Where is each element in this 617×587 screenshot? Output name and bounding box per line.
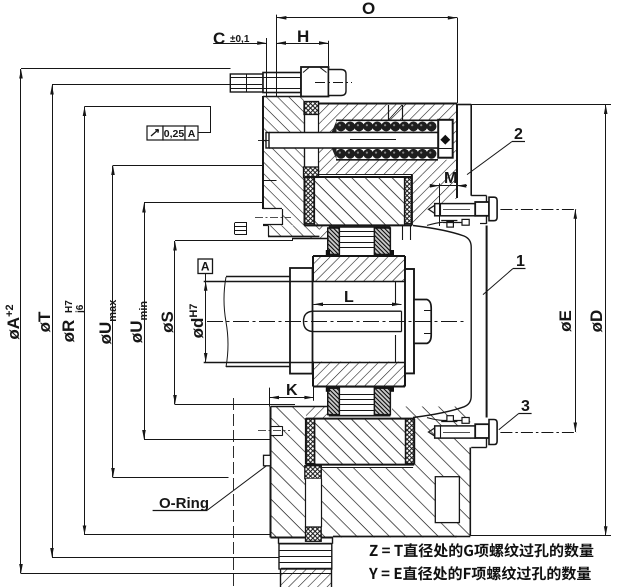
svg-text:±0,1: ±0,1	[230, 34, 250, 45]
svg-text:3: 3	[521, 398, 530, 415]
svg-text:K: K	[286, 382, 298, 399]
svg-text:L: L	[344, 289, 354, 306]
svg-text:øE: øE	[556, 310, 575, 332]
svg-text:A: A	[201, 260, 210, 274]
svg-text:O-Ring: O-Ring	[159, 495, 209, 512]
svg-text:øT: øT	[35, 311, 54, 332]
svg-text:øD: øD	[587, 310, 606, 333]
svg-text:M: M	[444, 170, 457, 187]
svg-text:j6: j6	[75, 304, 86, 314]
svg-text:0,25: 0,25	[164, 128, 185, 140]
svg-text:2: 2	[514, 126, 523, 143]
svg-text:øR: øR	[59, 320, 78, 343]
svg-text:A: A	[188, 128, 196, 140]
svg-text:øS: øS	[158, 311, 177, 333]
svg-text:H7: H7	[64, 300, 75, 313]
svg-text:C: C	[213, 29, 225, 48]
svg-text:H: H	[297, 27, 309, 46]
svg-text:O: O	[362, 0, 375, 18]
svg-text:1: 1	[516, 253, 525, 270]
